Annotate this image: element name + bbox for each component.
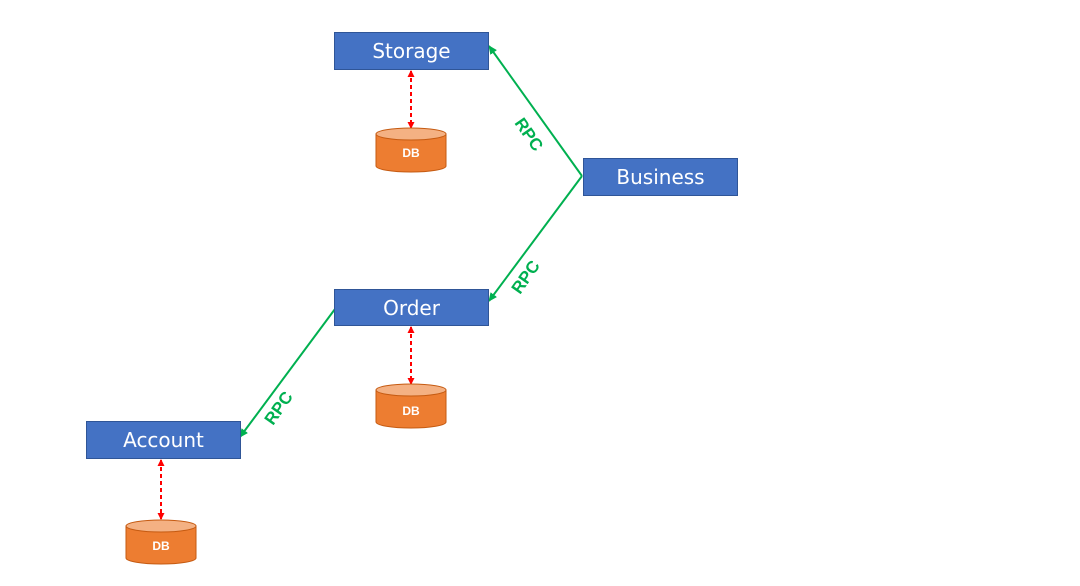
account-service-box: Account xyxy=(86,421,241,459)
order-db-label: DB xyxy=(402,404,420,418)
account-db-icon: DB xyxy=(125,519,197,565)
storage-db-icon: DB xyxy=(375,127,447,173)
business-service-label: Business xyxy=(616,165,705,189)
rpc-arrow-business-storage xyxy=(488,45,583,177)
account-db-label: DB xyxy=(152,539,170,553)
storage-db-label: DB xyxy=(402,146,420,160)
account-service-label: Account xyxy=(123,428,204,452)
storage-service-label: Storage xyxy=(372,39,451,63)
business-service-box: Business xyxy=(583,158,738,196)
rpc-label-order: RPC xyxy=(508,257,544,297)
rpc-arrow-order-account xyxy=(239,308,336,438)
rpc-arrow-business-order xyxy=(488,175,583,302)
storage-service-box: Storage xyxy=(334,32,489,70)
rpc-label-account: RPC xyxy=(261,388,297,428)
order-service-label: Order xyxy=(383,295,440,320)
order-db-icon: DB xyxy=(375,383,447,429)
order-service-box: Order xyxy=(334,289,489,326)
